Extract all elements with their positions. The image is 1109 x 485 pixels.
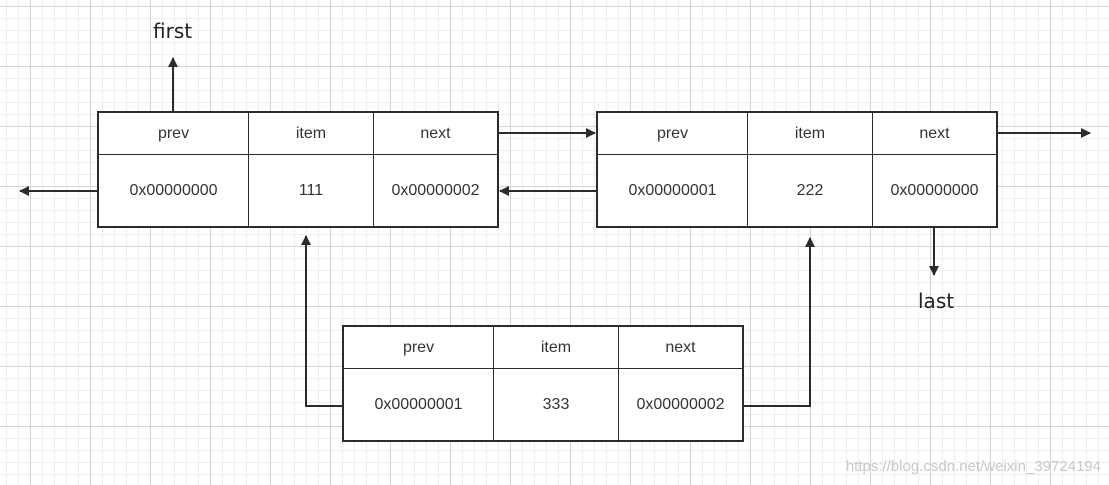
- prev-value: 0x00000001: [598, 155, 748, 226]
- prev-header: prev: [99, 113, 249, 155]
- prev-header: prev: [344, 327, 494, 369]
- next-header: next: [873, 113, 996, 155]
- item-value: 111: [249, 155, 374, 226]
- next-header: next: [619, 327, 742, 369]
- prev-value: 0x00000000: [99, 155, 249, 226]
- item-value: 333: [494, 369, 619, 440]
- item-header: item: [249, 113, 374, 155]
- prev-value: 0x00000001: [344, 369, 494, 440]
- node-222: prev item next 0x00000001 222 0x00000000: [596, 111, 998, 228]
- next-value: 0x00000000: [890, 181, 979, 199]
- node3-prev-link: [301, 235, 342, 407]
- node-333: prev item next 0x00000001 333 0x00000002: [342, 325, 744, 442]
- item-header: item: [748, 113, 873, 155]
- node-111: prev item next 0x00000000 111 0x00000002: [97, 111, 499, 228]
- last-label: last: [918, 289, 955, 313]
- next-header: next: [374, 113, 497, 155]
- prev-header: prev: [598, 113, 748, 155]
- item-header: item: [494, 327, 619, 369]
- node3-next-link: [744, 237, 815, 407]
- next-value: 0x00000002: [636, 395, 725, 413]
- first-label: first: [153, 19, 193, 43]
- next-value: 0x00000002: [391, 181, 480, 199]
- watermark-url: https://blog.csdn.net/weixin_39724194: [845, 458, 1101, 475]
- item-value: 222: [748, 155, 873, 226]
